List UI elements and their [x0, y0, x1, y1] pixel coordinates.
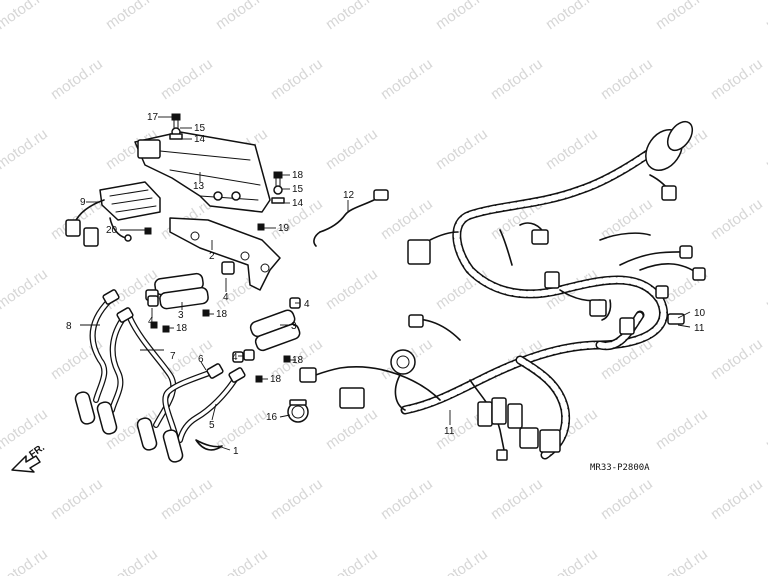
callout-4-c: 4 — [304, 299, 310, 310]
callout-2: 2 — [209, 251, 215, 262]
callout-1: 1 — [233, 446, 239, 457]
watermark-text: motod.ru — [268, 475, 326, 523]
callout-10: 10 — [694, 308, 706, 319]
watermark-text: motod.ru — [48, 55, 106, 103]
watermark-text: motod.ru — [433, 125, 491, 173]
callout-19: 19 — [278, 223, 290, 234]
watermark-text: motod.ru — [0, 125, 51, 173]
front-direction-marker: FR. — [11, 442, 47, 473]
watermark-text: motod.ru — [598, 195, 656, 243]
watermark-text: motod.ru — [378, 475, 436, 523]
watermark-text: motod.ru — [653, 0, 711, 33]
watermark-text: motod.ru — [323, 0, 381, 33]
plate-2 — [169, 217, 281, 291]
watermark-text: motod.ru — [763, 125, 768, 173]
callout-17: 16 — [266, 412, 278, 423]
watermark-text: motod.ru — [653, 405, 711, 453]
watermark-text: motod.ru — [433, 0, 491, 33]
callout-16-lower: 18 — [292, 170, 304, 181]
sub-harness-12 — [313, 189, 389, 247]
callout-6: 6 — [198, 354, 204, 365]
callout-4-d: 4 — [232, 352, 238, 363]
watermark-text: motod.ru — [543, 0, 601, 33]
callout-15-upper: 15 — [194, 123, 206, 134]
callout-4-a: 4 — [223, 292, 229, 303]
unit-9 — [65, 181, 161, 247]
main-wire-harness — [299, 120, 706, 461]
callout-8: 8 — [66, 321, 72, 332]
callout-14-lower: 14 — [292, 198, 304, 209]
callout-18-d: 18 — [270, 374, 282, 385]
watermark-text: motod.ru — [598, 55, 656, 103]
fasteners — [144, 113, 291, 383]
watermark-text: motod.ru — [213, 0, 271, 33]
callout-18-a: 18 — [216, 309, 228, 320]
watermark-text: motod.ru — [488, 55, 546, 103]
callout-11-main: 11 — [444, 426, 455, 437]
watermark-text: motod.ru — [763, 265, 768, 313]
watermark-text: motod.ru — [653, 545, 711, 576]
callout-14-upper: 14 — [194, 134, 206, 145]
watermark-text: motod.ru — [158, 55, 216, 103]
ignition-coil-upper — [145, 261, 235, 310]
callout-3-lower: 3 — [291, 321, 297, 332]
ignition-coil-lower — [243, 297, 301, 361]
watermark-text: motod.ru — [763, 405, 768, 453]
clamp-17 — [287, 399, 309, 423]
watermark-text: motod.ru — [323, 545, 381, 576]
watermark-text: motod.ru — [708, 55, 766, 103]
watermark-text: motod.ru — [323, 125, 381, 173]
watermark-text: motod.ru — [0, 0, 51, 33]
callout-15-lower: 15 — [292, 184, 304, 195]
watermark-text: motod.ru — [103, 545, 161, 576]
bracket-13 — [134, 131, 271, 213]
watermark-text: motod.ru — [378, 195, 436, 243]
callout-3-upper: 3 — [178, 310, 184, 321]
watermark-text: motod.ru — [708, 475, 766, 523]
watermark-text: motod.ru — [323, 265, 381, 313]
ht-leads — [74, 289, 246, 463]
watermark-text: motod.ru — [0, 545, 51, 576]
callout-20: 20 — [106, 225, 118, 236]
watermark-text: motod.ru — [543, 125, 601, 173]
watermark-text: motod.ru — [543, 545, 601, 576]
callout-12: 12 — [343, 190, 355, 201]
watermark-text: motod.ru — [103, 0, 161, 33]
watermark-text: motod.ru — [378, 55, 436, 103]
callout-13: 13 — [193, 181, 205, 192]
callout-9: 9 — [80, 197, 86, 208]
callout-7: 7 — [170, 351, 176, 362]
watermark-text: motod.ru — [433, 265, 491, 313]
callout-4-b: 4 — [148, 316, 154, 327]
callout-18-c: 18 — [292, 355, 304, 366]
watermark-text: motod.ru — [488, 475, 546, 523]
leader-lines — [80, 116, 691, 451]
callout-5: 5 — [209, 420, 215, 431]
front-label: FR. — [27, 442, 47, 460]
watermark-text: motod.ru — [48, 475, 106, 523]
callout-16-upper: 17 — [147, 112, 159, 123]
watermark-text: motod.ru — [213, 545, 271, 576]
watermark-text: motod.ru — [598, 475, 656, 523]
callout-labels: 17 15 14 13 18 15 14 9 20 19 12 2 4 3 18… — [66, 112, 706, 457]
watermark-text: motod.ru — [763, 545, 768, 576]
watermark-text: motod.ru — [433, 545, 491, 576]
watermark-text: motod.ru — [268, 55, 326, 103]
watermark-text: motod.ru — [708, 335, 766, 383]
watermark-text: motod.ru — [708, 195, 766, 243]
callout-11-side: 11 — [694, 323, 705, 334]
callout-18-b: 18 — [176, 323, 188, 334]
diagram-code: MR33-P2800A — [590, 463, 650, 473]
watermark-text: motod.ru — [323, 405, 381, 453]
watermark-text: motod.ru — [0, 265, 51, 313]
watermark-text: motod.ru — [763, 0, 768, 33]
watermark-text: motod.ru — [158, 475, 216, 523]
